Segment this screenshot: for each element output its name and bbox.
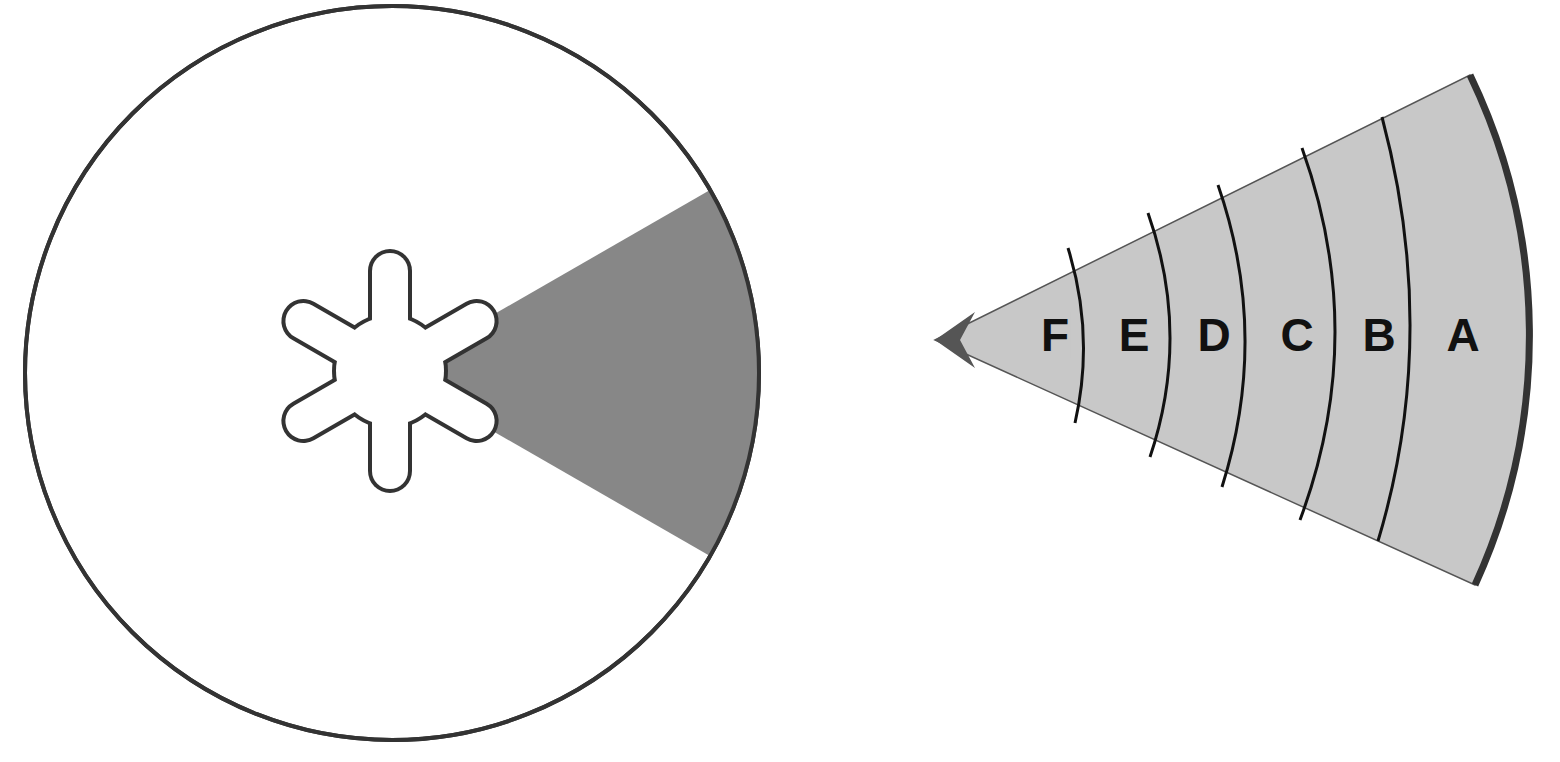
disc-rim: [25, 6, 759, 740]
zone-label: F: [1039, 312, 1071, 358]
zone-label: A: [1444, 312, 1481, 358]
zone-boundaries: [1068, 117, 1410, 541]
zone-label: D: [1195, 312, 1232, 358]
zone-label: B: [1360, 312, 1397, 358]
star-hole-fill: [303, 271, 476, 471]
zone-label: C: [1278, 312, 1315, 358]
sector-apex: [935, 312, 975, 368]
enlarged-sector: [935, 75, 1529, 585]
zone-label: E: [1117, 312, 1152, 358]
star-hole-core: [336, 317, 444, 425]
star-hole-outline: [303, 271, 476, 471]
disc-outline: [25, 6, 759, 740]
